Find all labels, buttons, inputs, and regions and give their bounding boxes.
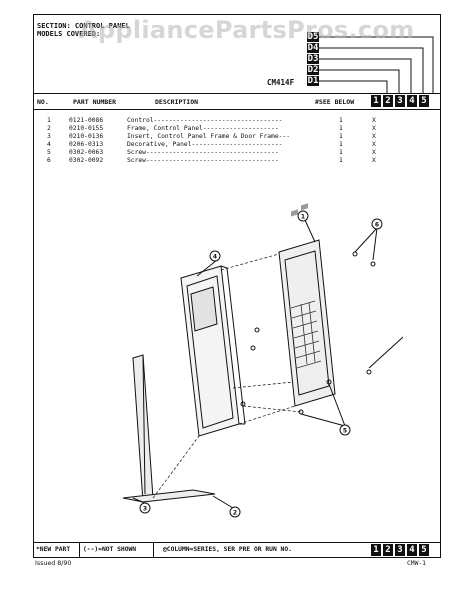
- column-note: @COLUMN=SERIES, SER PRE OR RUN NO.: [163, 546, 292, 553]
- table-row: 5 0302-0063 Screw-----------------------…: [47, 149, 376, 156]
- series-box-3: 3: [395, 95, 405, 107]
- series-box-5: 5: [419, 95, 429, 107]
- callout-label: 5: [343, 428, 347, 435]
- callout-4: [209, 250, 221, 262]
- col-description: DESCRIPTION: [155, 98, 199, 106]
- footer-divider: [79, 542, 80, 558]
- col-part-number: PART NUMBER: [73, 98, 117, 106]
- footer-series-box-2: 2: [383, 544, 393, 556]
- footer-series-box-1: 1: [371, 544, 381, 556]
- new-part-note: *NEW PART: [36, 546, 71, 553]
- table-row: 4 0206-0313 Decorative, Panel-----------…: [47, 141, 376, 148]
- callout-1: [297, 210, 309, 222]
- callout-3: [139, 502, 151, 514]
- callout-label: 3: [143, 506, 147, 513]
- column-code: D2: [307, 65, 319, 75]
- header-rule-bottom: [33, 109, 441, 110]
- sheet-frame: [33, 14, 441, 558]
- callout-2: [229, 506, 241, 518]
- callout-label: 1: [301, 214, 305, 221]
- footer-rule: [33, 542, 441, 543]
- callout-label: 2: [233, 510, 237, 517]
- col-no: NO.: [37, 98, 49, 106]
- table-row: 3 0210-0136 Insert, Control Panel Frame …: [47, 133, 376, 140]
- footer-divider: [153, 542, 154, 558]
- code-leader-lines: [319, 36, 434, 94]
- callout-6a: [371, 218, 383, 230]
- footer-series-box-3: 3: [395, 544, 405, 556]
- models-covered-label: MODELS COVERED:: [37, 30, 101, 38]
- callout-5: [339, 424, 351, 436]
- column-code: D3: [307, 54, 319, 64]
- page-code: CMW-1: [407, 560, 426, 567]
- table-row: 6 0302-0092 Screw-----------------------…: [47, 157, 376, 164]
- header-rule-top: [33, 93, 441, 94]
- issued-date: Issued 8/90: [35, 560, 72, 567]
- col-see-below: #SEE BELOW: [315, 98, 355, 106]
- column-code: D5: [307, 32, 319, 42]
- section-label: SECTION: CONTROL PANEL: [37, 22, 130, 30]
- model-code: CM414F: [267, 78, 295, 87]
- column-code-stack: D5 D4 D3 D2 D1: [307, 32, 319, 87]
- series-box-4: 4: [407, 95, 417, 107]
- series-box-1: 1: [371, 95, 381, 107]
- footer-series-box-5: 5: [419, 544, 429, 556]
- table-row: 2 0210-0155 Frame, Control Panel--------…: [47, 125, 376, 132]
- exploded-parts-diagram: 1 6 6 4 5 2 3: [122, 203, 403, 518]
- series-box-2: 2: [383, 95, 393, 107]
- column-code: D4: [307, 43, 319, 53]
- callout-label: 6: [375, 222, 379, 229]
- parts-sheet: AppliancePartsPros.com SECTION: CONTROL …: [33, 14, 441, 570]
- callout-label: 4: [213, 254, 217, 261]
- table-row: 1 0121-0086 Control---------------------…: [47, 117, 376, 124]
- not-shown-note: (--)=NOT SHOWN: [83, 546, 137, 553]
- column-code: D1: [307, 76, 319, 86]
- footer-series-box-4: 4: [407, 544, 417, 556]
